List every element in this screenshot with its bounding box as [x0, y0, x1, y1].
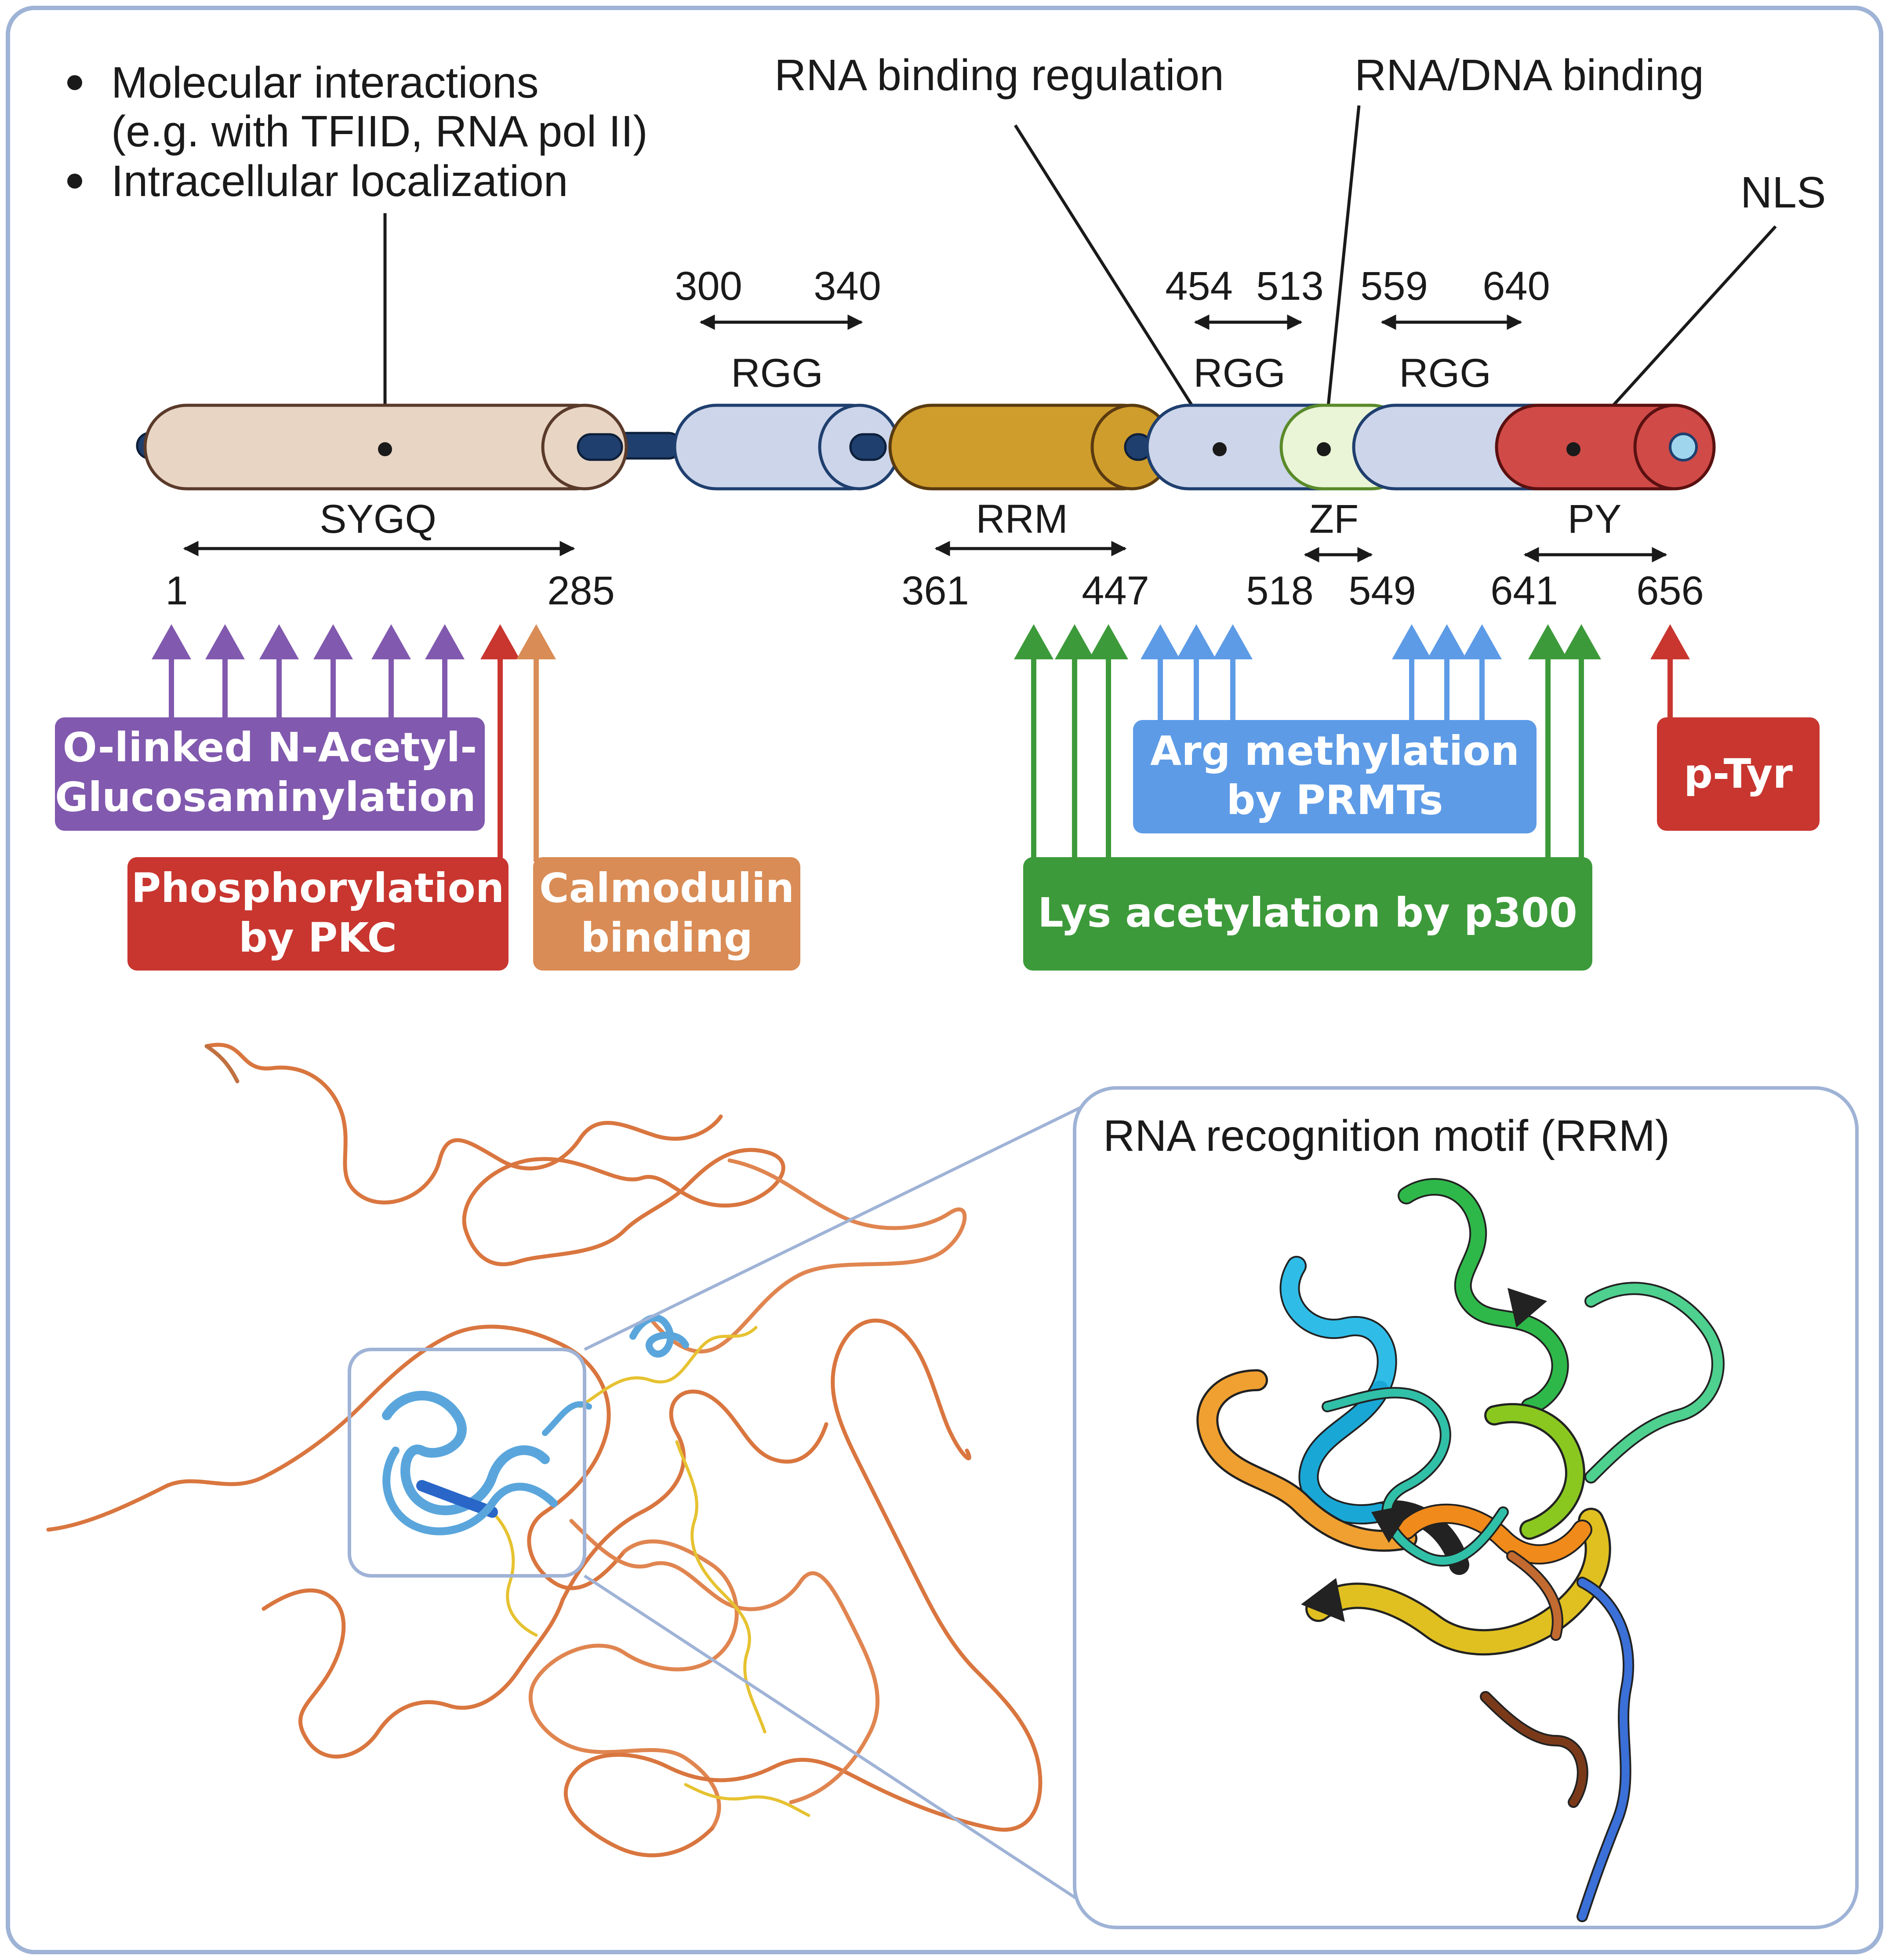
note-molecular-interactions: Molecular interactions: [111, 58, 539, 107]
ptyr-label: p-Tyr: [1684, 750, 1793, 797]
ptm-box-ptyr: p-Tyr: [1657, 717, 1820, 831]
domain-label-zf: ZF: [1309, 497, 1359, 542]
domain-label-py: PY: [1568, 497, 1622, 542]
calmodulin-line-2: binding: [581, 914, 753, 961]
phospho-line-2: by PKC: [239, 914, 397, 961]
rrm-arrowheads: [1301, 1288, 1547, 1622]
ptm-arrow-head-icon: [1528, 624, 1568, 659]
residue-340: 340: [814, 264, 881, 309]
lysacet-label: Lys acetylation by p300: [1038, 889, 1577, 936]
ptm-arrow-head-icon: [152, 624, 191, 659]
ptm-arrow-head-icon: [1141, 624, 1180, 659]
ptm-arrow-head-icon: [1014, 624, 1053, 659]
ptm-arrow-head-icon: [1089, 624, 1128, 659]
note-tfiid-example: (e.g. with TFIID, RNA pol II): [111, 107, 648, 156]
ptm-arrow-head-icon: [516, 624, 556, 659]
residue-656: 656: [1636, 568, 1704, 613]
ptm-box-calmodulin: Calmodulin binding: [533, 857, 800, 971]
ptm-arrow-head-icon: [1392, 624, 1431, 659]
ptm-arrow-head-icon: [1177, 624, 1216, 659]
rrm-core-ribbon: [382, 1391, 592, 1535]
zoom-box: [348, 1348, 586, 1578]
residue-549: 549: [1348, 568, 1416, 613]
phospho-line-1: Phosphorylation: [131, 865, 505, 912]
domain-label-rrm: RRM: [976, 497, 1068, 542]
ptm-box-lys-acetylation: Lys acetylation by p300: [1023, 857, 1592, 971]
oglcnac-line-1: O-linked N-Acetyl-: [63, 724, 477, 771]
rrm-ribbon: [1196, 1178, 1725, 1922]
residue-559: 559: [1360, 264, 1428, 309]
note-intracellular-localization: Intracellular localization: [111, 156, 568, 206]
residue-518: 518: [1246, 568, 1314, 613]
domain-rgg-1: [673, 404, 901, 491]
ptm-arrow-head-icon: [1650, 624, 1690, 659]
ptm-arrow-head-icon: [259, 624, 299, 659]
zoom-guide-top: [584, 1086, 1122, 1351]
callout-nls: NLS: [1740, 168, 1826, 217]
outer-frame: [6, 6, 1883, 1954]
residue-641: 641: [1490, 568, 1558, 613]
top-notes: Molecular interactions (e.g. with TFIID,…: [67, 58, 648, 206]
domain-label-sygq: SYGQ: [320, 497, 436, 542]
ptm-arrow-head-icon: [371, 624, 411, 659]
ptm-arrow-head-icon: [480, 624, 520, 659]
ptm-box-arg-methylation: Arg methylation by PRMTs: [1133, 720, 1537, 833]
ptm-arrow-head-icon: [1213, 624, 1253, 659]
domain-bar: [136, 404, 1716, 491]
residue-300: 300: [675, 264, 742, 309]
ptm-box-oglcnac: O-linked N-Acetyl- Glucosaminylation: [55, 717, 485, 831]
residue-285: 285: [547, 568, 615, 613]
residue-numbers: 1 285 300 340 361 447 454 513 518 549 55…: [165, 264, 1704, 613]
callout-rna-binding-regulation: RNA binding regulation: [774, 51, 1224, 100]
residue-1: 1: [165, 568, 188, 613]
ptm-arrow-head-icon: [1427, 624, 1467, 659]
zoom-guide-bottom: [584, 1575, 1122, 1929]
ptm-arrow-head-icon: [1562, 624, 1601, 659]
full-length-structure: [46, 1043, 1043, 1858]
ptm-arrow-head-icon: [1055, 624, 1094, 659]
callout-rna-dna-binding: RNA/DNA binding: [1355, 51, 1704, 100]
argmeth-line-2: by PRMTs: [1227, 777, 1443, 824]
argmeth-line-1: Arg methylation: [1150, 727, 1519, 775]
oglcnac-line-2: Glucosaminylation: [55, 774, 476, 821]
bullet-icon: [67, 174, 82, 189]
domain-py: [1495, 404, 1716, 491]
domain-rrm: [888, 404, 1173, 491]
domain-label-rgg-2: RGG: [1193, 351, 1286, 396]
ptm-arrow-head-icon: [205, 624, 245, 659]
ptm-arrow-head-icon: [313, 624, 353, 659]
rrm-inset: RNA recognition motif (RRM): [1073, 1086, 1859, 1929]
span-arrows: [183, 314, 1667, 563]
residue-447: 447: [1082, 568, 1149, 613]
inset-title: RNA recognition motif (RRM): [1103, 1111, 1670, 1160]
calmodulin-line-1: Calmodulin: [539, 865, 794, 912]
ptm-box-phosphorylation: Phosphorylation by PKC: [127, 857, 509, 971]
ptm-arrow-head-icon: [1462, 624, 1502, 659]
residue-513: 513: [1256, 264, 1324, 309]
domain-sygq: [143, 404, 628, 491]
residue-454: 454: [1165, 264, 1233, 309]
ptm-arrow-head-icon: [425, 624, 465, 659]
domain-label-rgg-3: RGG: [1399, 351, 1491, 396]
bullet-icon: [67, 75, 82, 90]
domain-label-rgg-1: RGG: [731, 351, 823, 396]
callout-lines: [383, 105, 1777, 451]
residue-640: 640: [1482, 264, 1550, 309]
ptm-arrows: [152, 624, 1690, 862]
residue-361: 361: [901, 568, 969, 613]
